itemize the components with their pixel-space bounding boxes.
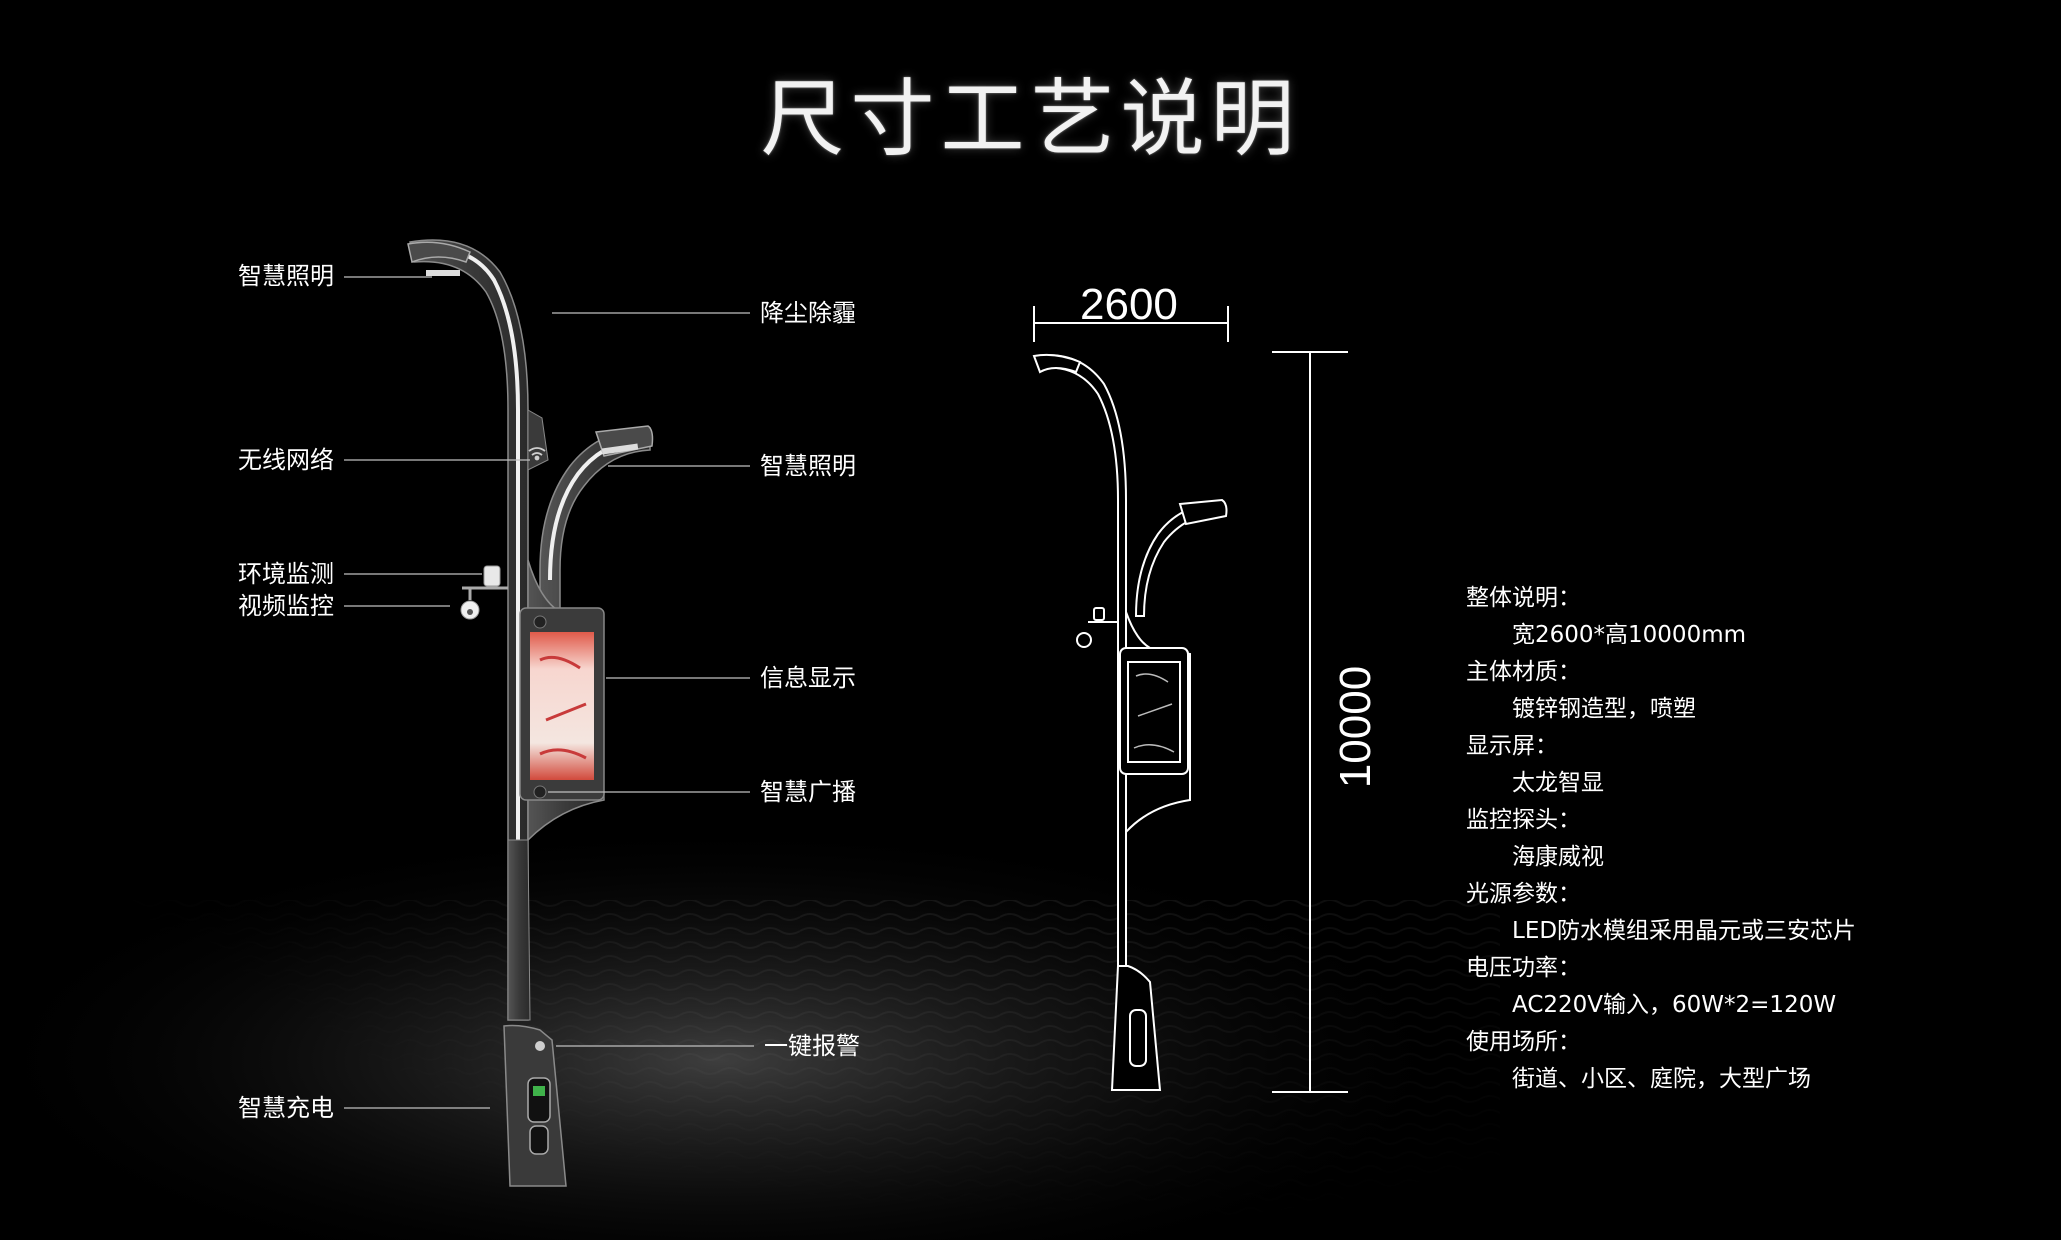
callout-info-display: 信息显示 xyxy=(760,664,856,692)
callout-smart-lighting-top: 智慧照明 xyxy=(238,262,334,290)
housing-speaker-bottom xyxy=(533,785,547,799)
smart-pole-outline xyxy=(1032,353,1228,1091)
width-dimension-label: 2600 xyxy=(1080,280,1178,329)
spec-power-value: AC220V输入，60W*2=120W xyxy=(1512,992,1837,1018)
callout-video-surveillance: 视频监控 xyxy=(238,592,334,620)
spec-material-label: 主体材质： xyxy=(1466,659,1581,685)
spec-material-value: 镀锌钢造型，喷塑 xyxy=(1512,696,1696,722)
charging-port-icon xyxy=(527,1077,551,1123)
callout-wireless-network: 无线网络 xyxy=(238,446,334,474)
callout-smart-broadcast: 智慧广播 xyxy=(760,778,856,806)
height-dimension-label: 10000 xyxy=(1331,665,1380,789)
environment-sensor-icon xyxy=(483,565,501,587)
spec-overall-label: 整体说明： xyxy=(1466,585,1581,611)
charging-indicator xyxy=(533,1086,545,1096)
leader-lines xyxy=(344,276,754,1109)
callout-one-key-alarm: 一键报警 xyxy=(764,1032,860,1060)
housing-speaker-top xyxy=(533,615,547,629)
main-lamp-head xyxy=(407,241,471,264)
screen-decoration xyxy=(539,655,587,760)
callout-environment-monitoring: 环境监测 xyxy=(238,560,334,588)
dimension-lines xyxy=(1033,306,1348,1093)
outline-secondary-lamp-head xyxy=(1178,498,1228,526)
outline-charging-panel xyxy=(1129,1009,1147,1067)
callout-smart-charging: 智慧充电 xyxy=(238,1094,334,1122)
spec-display-label: 显示屏： xyxy=(1466,733,1558,759)
main-lamp-led xyxy=(426,270,460,276)
spec-usage-value: 街道、小区、庭院，大型广场 xyxy=(1512,1066,1811,1092)
smart-pole-render xyxy=(407,239,654,1187)
outline-sensor xyxy=(1093,607,1105,621)
wifi-bracket xyxy=(527,409,549,471)
callout-smart-lighting-second: 智慧照明 xyxy=(760,452,856,480)
spec-usage-label: 使用场所： xyxy=(1466,1029,1581,1055)
spec-power-label: 电压功率： xyxy=(1466,955,1581,981)
spec-camera-label: 监控探头： xyxy=(1466,807,1581,833)
spec-camera-value: 海康威视 xyxy=(1512,844,1604,870)
floor-pattern xyxy=(0,900,1500,1240)
outline-camera xyxy=(1076,632,1092,648)
spec-light-value: LED防水模组采用晶元或三安芯片 xyxy=(1512,918,1857,944)
spec-light-label: 光源参数： xyxy=(1466,881,1581,907)
lower-pole xyxy=(507,839,531,1021)
page-title: 尺寸工艺说明 xyxy=(760,70,1301,168)
spec-list: 整体说明： 宽2600*高10000mm 主体材质： 镀锌钢造型，喷塑 显示屏：… xyxy=(1466,584,1856,1093)
outline-main-lamp-head xyxy=(1032,353,1082,374)
outline-secondary-arm xyxy=(1134,500,1223,617)
secondary-lamp-led xyxy=(601,443,639,455)
outline-screen-art xyxy=(1133,673,1175,753)
spec-display-value: 太龙智显 xyxy=(1512,770,1604,796)
dome-camera-lens xyxy=(467,609,473,615)
alarm-button-icon xyxy=(535,1041,545,1051)
spec-overall-value: 宽2600*高10000mm xyxy=(1512,622,1747,648)
wifi-icon xyxy=(528,447,546,461)
callout-dust-reduction: 降尘除霾 xyxy=(760,299,856,327)
charging-socket xyxy=(529,1125,549,1155)
